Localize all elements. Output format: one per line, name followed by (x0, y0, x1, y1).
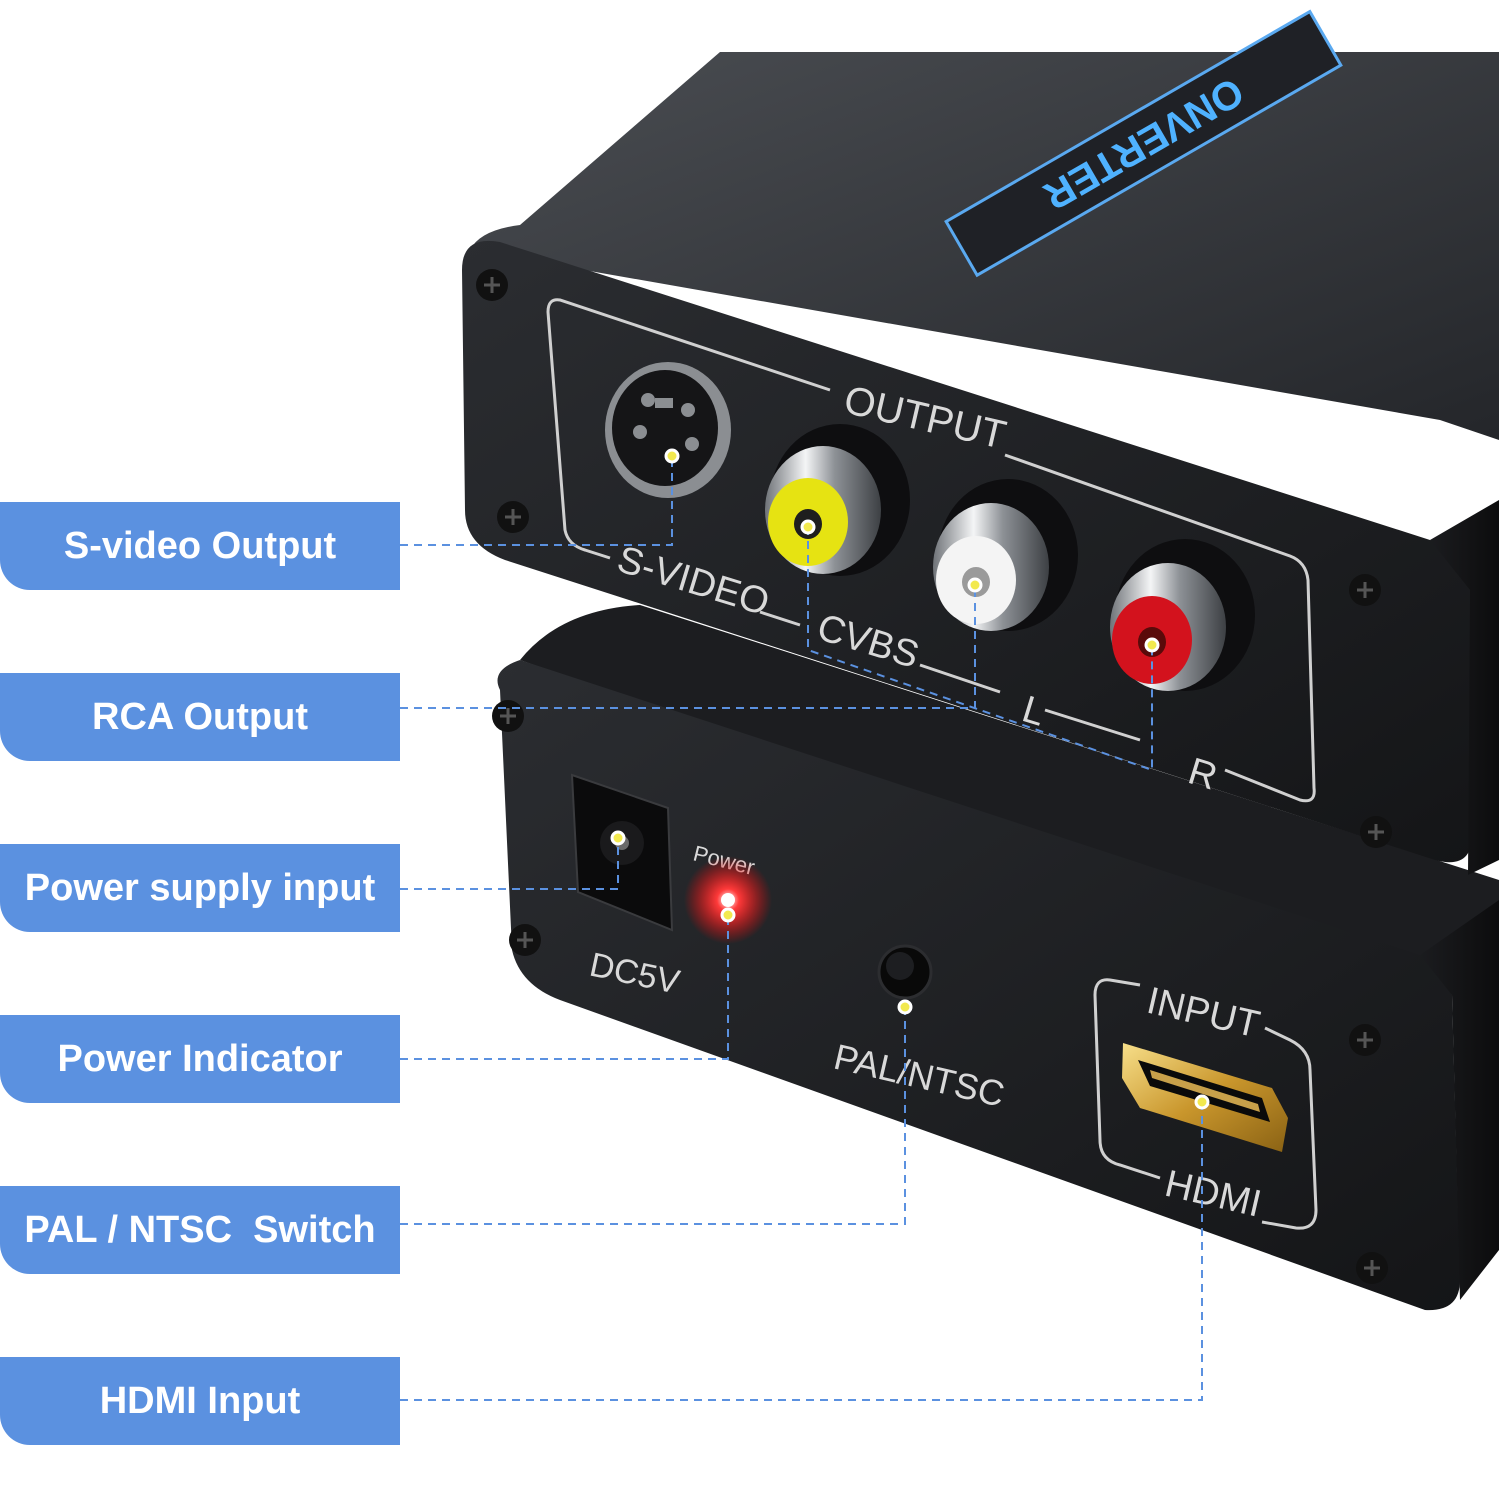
screw (1360, 816, 1392, 848)
callout-rca-output: RCA Output (0, 673, 400, 761)
callout-label: HDMI Input (99, 1379, 301, 1422)
callout-label: S-video Output (63, 524, 337, 567)
screw (476, 269, 508, 301)
lower-unit: DC5V Power PAL/NTSC INPUT HDMI (492, 605, 1499, 1311)
marker-dot (967, 577, 983, 593)
rca-video-jack (765, 424, 910, 576)
hdmi-port-frame (1093, 978, 1318, 1230)
marker-dots (610, 448, 1210, 1110)
marker-dot (720, 907, 736, 923)
callout-label: Power Indicator (57, 1037, 343, 1080)
upper-unit: ONVERTER OUTPUT S-VIDEO CVBS L R (462, 9, 1499, 875)
screw (1349, 574, 1381, 606)
callout-pal-ntsc-switch: PAL / NTSC Switch (0, 1186, 400, 1274)
marker-dot (610, 830, 626, 846)
pal-ntsc-switch-button[interactable] (877, 944, 933, 1000)
marker-dot (800, 519, 816, 535)
callout-label: PAL / NTSC Switch (24, 1208, 376, 1251)
lower-unit-front (497, 660, 1460, 1311)
marker-dot (897, 999, 913, 1015)
callout-power-supply-input: Power supply input (0, 844, 400, 932)
screw (509, 924, 541, 956)
screw (1356, 1252, 1388, 1284)
power-led (721, 893, 735, 907)
screw (492, 700, 524, 732)
callout-power-indicator: Power Indicator (0, 1015, 400, 1103)
output-panel-frame (546, 298, 1316, 803)
screw (497, 501, 529, 533)
callout-hdmi-input: HDMI Input (0, 1357, 400, 1445)
callout-s-video-output: S-video Output (0, 502, 400, 590)
dc-power-jack (570, 773, 674, 932)
marker-dot (1194, 1094, 1210, 1110)
screw (1349, 1024, 1381, 1056)
leader-lines (400, 456, 1203, 1401)
marker-dot (664, 448, 680, 464)
upper-unit-side (1430, 500, 1499, 875)
s-video-port (605, 362, 731, 498)
callout-label: RCA Output (92, 695, 308, 738)
callout-label: Power supply input (24, 866, 376, 909)
lower-unit-side (1420, 900, 1499, 1300)
marker-dot (1144, 637, 1160, 653)
